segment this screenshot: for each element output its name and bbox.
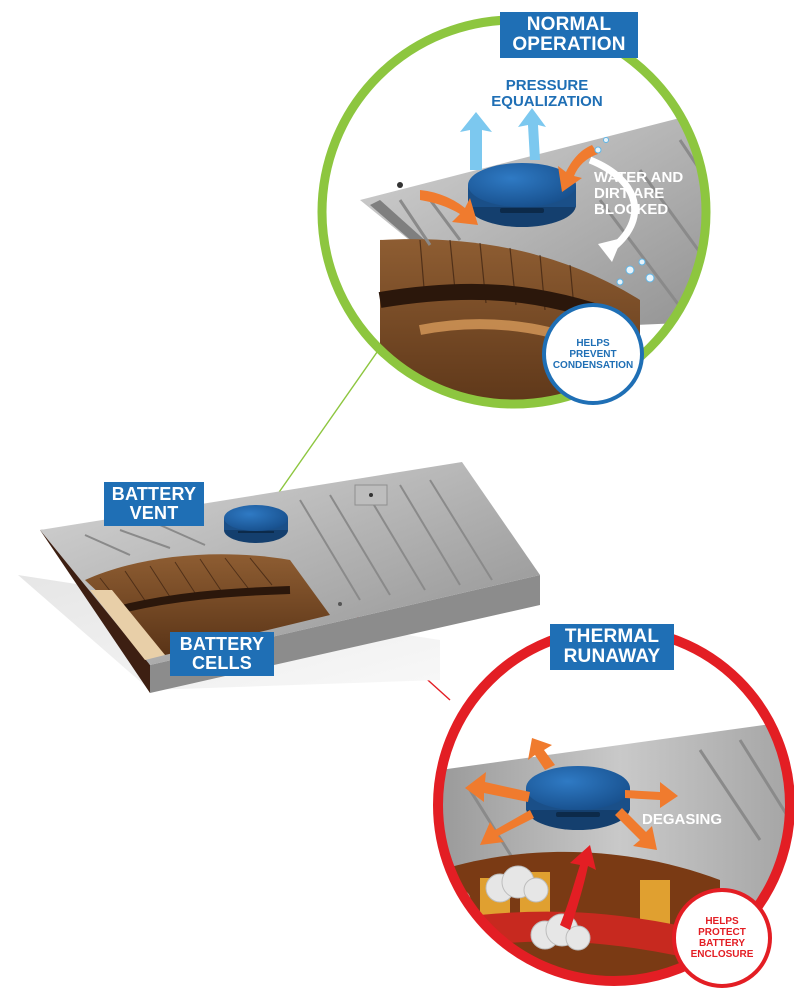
prevent-condensation-badge: HELPS PREVENT CONDENSATION (542, 303, 644, 405)
protect-enclosure-badge: HELPS PROTECT BATTERY ENCLOSURE (672, 888, 772, 988)
thermal-runaway-zoom (433, 624, 794, 986)
pressure-equalization-label: PRESSURE EQUALIZATION (491, 77, 603, 110)
thermal-runaway-title: THERMAL RUNAWAY (550, 624, 674, 670)
battery-vent-label: BATTERY VENT (104, 482, 204, 526)
battery-cells-label: BATTERY CELLS (170, 632, 274, 676)
normal-operation-zoom (317, 15, 711, 409)
battery-vent-icon (224, 505, 288, 543)
battery-pack (18, 462, 540, 693)
normal-operation-title: NORMAL OPERATION (500, 12, 638, 58)
degasing-label: DEGASING (642, 811, 723, 828)
water-dirt-blocked-label: WATER AND DIRT ARE BLOCKED (594, 169, 684, 218)
